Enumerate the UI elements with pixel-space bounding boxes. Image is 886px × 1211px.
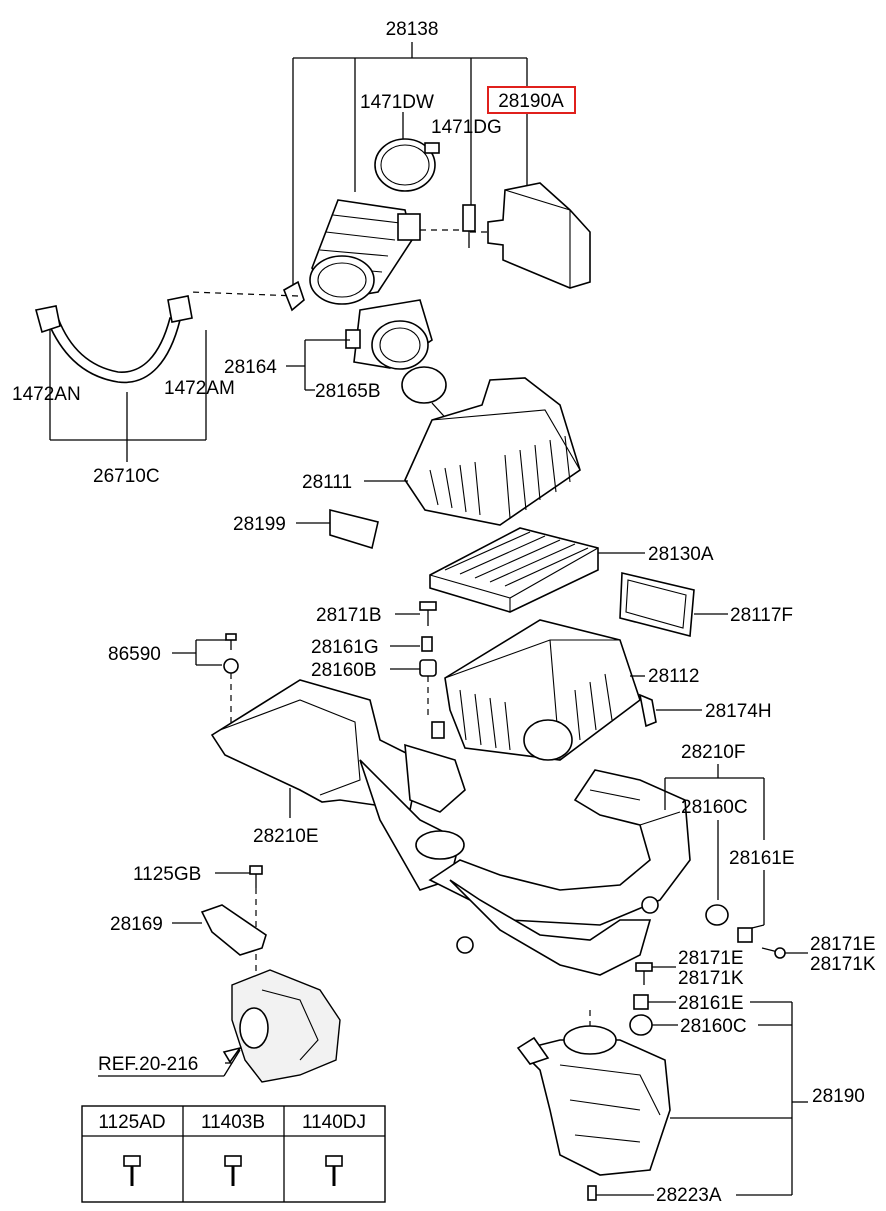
bolt-28171E-mid [635,962,653,985]
label-28117F[interactable]: 28117F [730,605,793,626]
label-28190[interactable]: 28190 [812,1086,865,1107]
callout-28138: 28138 [292,19,528,290]
label-28171K-mid[interactable]: 28171K [678,968,744,989]
breather-fitting [189,280,305,312]
table-header-11403B[interactable]: 11403B [201,1112,265,1133]
label-28171E-right[interactable]: 28171E [810,934,876,955]
label-28160C-bot[interactable]: 28160C [680,1016,747,1037]
label-1471DW[interactable]: 1471DW [360,92,434,113]
label-28165B[interactable]: 28165B [315,381,381,402]
intake-duct-28210E [210,679,466,891]
label-28161G[interactable]: 28161G [311,637,379,658]
resonator-28190A [470,182,591,289]
breather-hose-26710C [35,295,193,384]
intake-duct-28210F [428,769,691,976]
label-28171B[interactable]: 28171B [316,605,382,626]
label-28223A[interactable]: 28223A [656,1185,722,1206]
label-28130A[interactable]: 28130A [648,544,714,565]
label-1472AN[interactable]: 1472AN [12,384,81,405]
label-28174H[interactable]: 28174H [705,701,772,722]
grommet-28160C-lower [629,1014,653,1036]
collar-28161E-upper [737,927,753,943]
engine-mount [231,969,341,1083]
fastener-table: 1125AD 11403B 1140DJ [81,1105,386,1203]
bracket-28169 [200,904,267,956]
label-28210E[interactable]: 28210E [253,826,319,847]
label-28171E-mid[interactable]: 28171E [678,948,744,969]
label-28161E-top[interactable]: 28161E [729,848,795,869]
label-28171K-right[interactable]: 28171K [810,954,876,975]
drain-28223A [587,1185,597,1201]
clip-28174H [638,693,657,728]
callout-28190A-highlighted[interactable]: 28190A [487,86,576,114]
ref-arrow [222,1046,242,1064]
table-header-1140DJ[interactable]: 1140DJ [302,1112,366,1133]
label-28190A[interactable]: 28190A [498,91,564,112]
highlight-box [487,86,576,114]
bolt-icon-11403B [224,1155,242,1186]
label-86590[interactable]: 86590 [108,644,161,665]
label-26710C[interactable]: 26710C [93,466,160,487]
grommet-28160B [419,659,437,677]
label-28169[interactable]: 28169 [110,914,163,935]
collar-28161E-lower [633,994,649,1010]
label-28161E-bot[interactable]: 28161E [678,993,744,1014]
table-header-1125AD[interactable]: 1125AD [98,1112,165,1133]
bolt-28171E-right [761,947,786,959]
label-1471DG[interactable]: 1471DG [431,117,502,138]
collar-28161G [421,636,433,652]
bolt-icon-1140DJ [325,1155,343,1186]
seal-28117F [619,571,695,638]
intake-hose-28138 [309,199,463,305]
bolt-28171B [419,601,437,626]
air-cleaner-cover-28111 [404,377,581,526]
label-1472AM[interactable]: 1472AM [164,378,235,399]
air-cleaner-body-28112 [431,619,641,761]
label-28199[interactable]: 28199 [233,514,286,535]
label-28112[interactable]: 28112 [648,666,699,687]
bolt-1125GB [249,865,263,975]
hose-clamp-1471DW [374,138,440,192]
label-1125GB[interactable]: 1125GB [133,864,201,885]
label-REF[interactable]: REF.20-216 [98,1054,198,1075]
air-filter-element-28130A [429,527,599,613]
label-28138[interactable]: 28138 [386,19,439,40]
label-28111[interactable]: 28111 [302,472,352,493]
label-plate-28199 [329,508,379,550]
airflow-sensor-28164 [345,299,433,370]
bolt-icon-1125AD [123,1155,141,1186]
label-28210F[interactable]: 28210F [681,742,745,763]
label-28160C-top[interactable]: 28160C [681,797,748,818]
clip-1471DG [462,204,476,248]
resonator-28190 [516,1010,671,1176]
gasket-28165B [401,366,447,404]
label-28160B[interactable]: 28160B [311,660,377,681]
label-28164[interactable]: 28164 [224,357,277,378]
grommet-28160C-upper [705,904,729,926]
